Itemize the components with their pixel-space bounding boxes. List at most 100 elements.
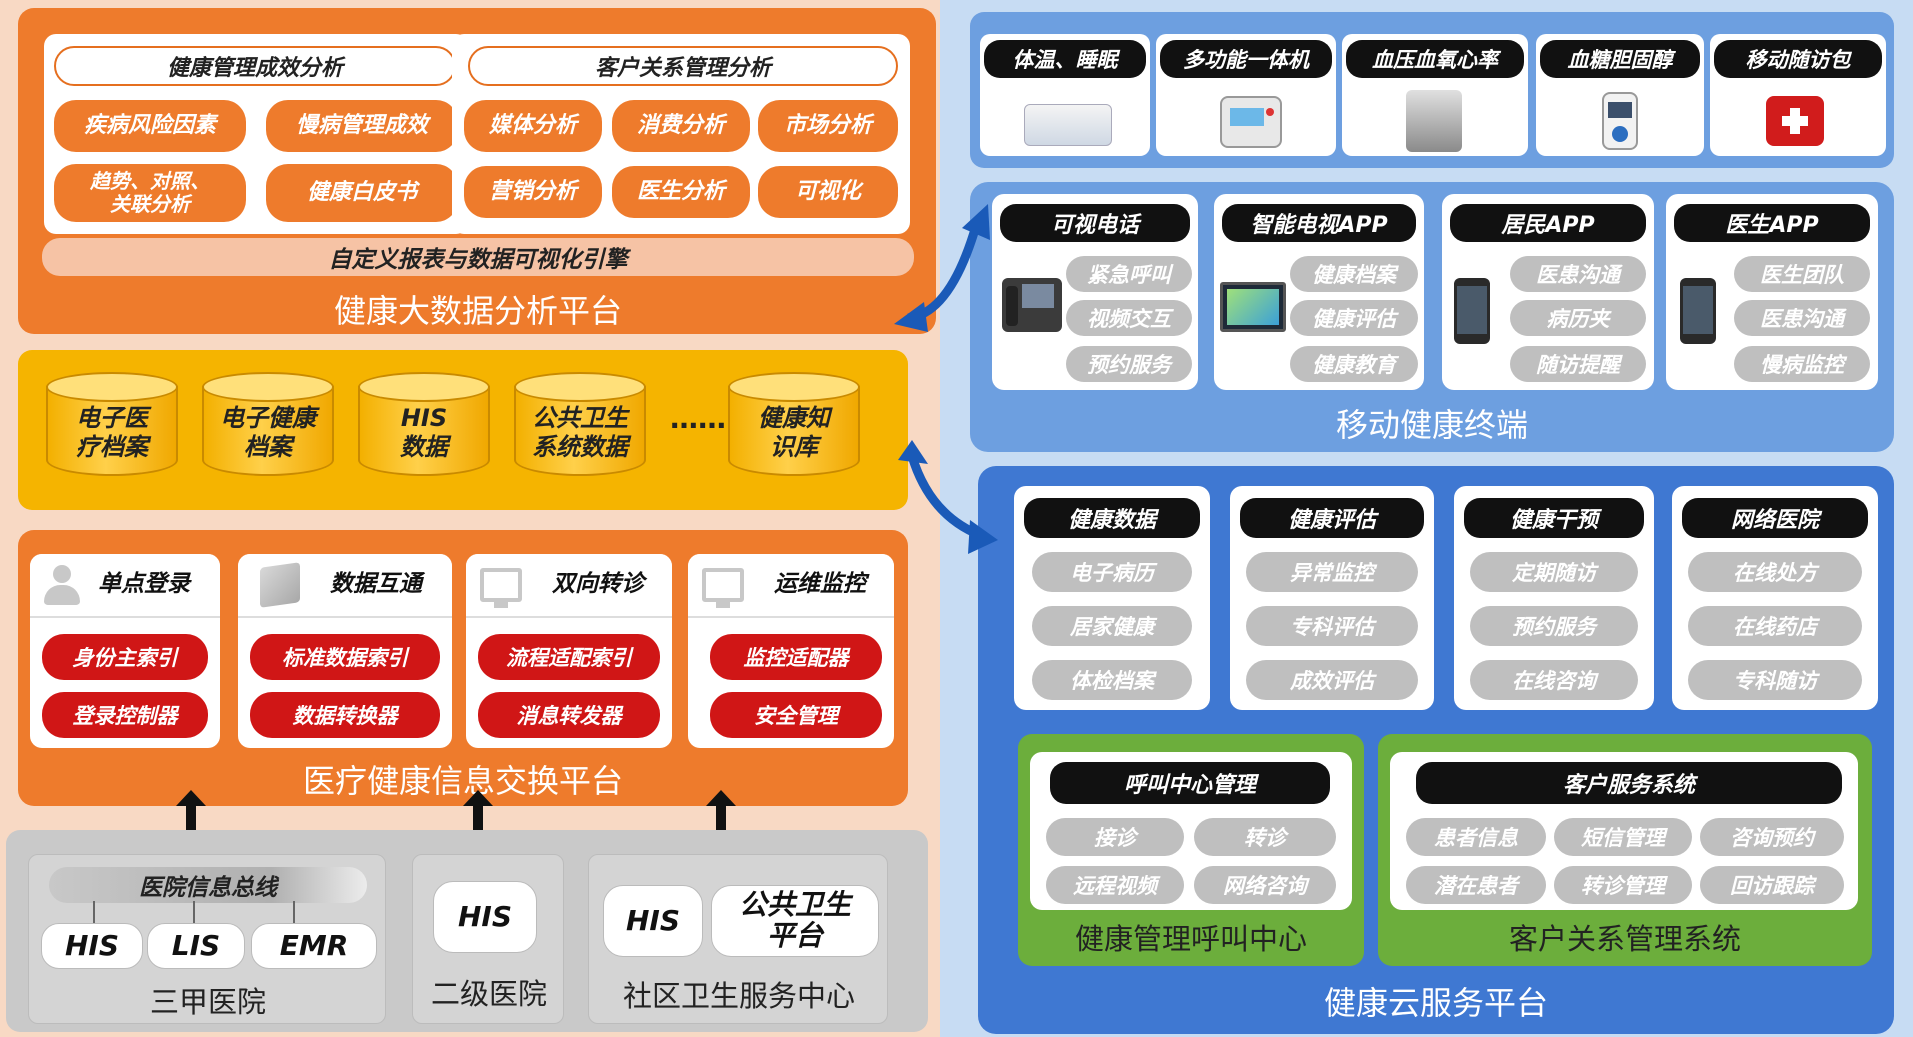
hospital-info-bus: 医院信息总线	[49, 867, 367, 903]
analysis-item: 可视化	[758, 166, 898, 218]
module-item: 身份主索引	[42, 634, 208, 680]
terminal-item: 视频交互	[1066, 300, 1192, 336]
smartphone-icon	[1454, 278, 1490, 344]
call-center-title: 健康管理呼叫中心	[1074, 922, 1307, 956]
terminal-card: 医生APP 医生团队 医患沟通 慢病监控	[1666, 194, 1878, 390]
monitor-icon	[480, 568, 522, 608]
terminal-card: 居民APP 医患沟通 病历夹 随访提醒	[1442, 194, 1654, 390]
module-item: 标准数据索引	[250, 634, 440, 680]
video-phone-icon	[1002, 278, 1062, 332]
cloud-card: 健康评估 异常监控 专科评估 成效评估	[1230, 486, 1434, 710]
analysis-platform-title: 健康大数据分析平台	[333, 292, 622, 330]
terminal-card: 智能电视APP 健康档案 健康评估 健康教育	[1214, 194, 1424, 390]
terminal-label: 可视电话	[1000, 204, 1190, 242]
cloud-item: 在线处方	[1688, 552, 1862, 592]
module-item: 流程适配索引	[478, 634, 660, 680]
system-his: HIS	[41, 923, 143, 969]
device-strip: 体温、睡眠 多功能一体机 血压血氧心率 血糖胆固醇 移动随访包	[970, 12, 1894, 168]
terminal-label: 居民APP	[1450, 204, 1646, 242]
terminal-item: 医患沟通	[1510, 256, 1646, 292]
analysis-item: 健康白皮书	[266, 164, 458, 222]
module-label: 运维监控	[774, 571, 866, 598]
cloud-card-label: 健康干预	[1464, 498, 1644, 538]
glucose-meter-icon	[1602, 92, 1638, 150]
terminal-card: 可视电话 紧急呼叫 视频交互 预约服务	[992, 194, 1198, 390]
terminal-item: 预约服务	[1066, 346, 1192, 382]
device-label: 血糖胆固醇	[1540, 40, 1700, 78]
tier3-hospital: 医院信息总线 HIS LIS EMR 三甲医院	[28, 854, 386, 1024]
device-label: 血压血氧心率	[1346, 40, 1524, 78]
cloud-service-platform: 健康数据 电子病历 居家健康 体检档案 健康评估 异常监控 专科评估 成效评估 …	[978, 466, 1894, 1034]
device-card: 血糖胆固醇	[1536, 34, 1704, 156]
cloud-card: 健康数据 电子病历 居家健康 体检档案	[1014, 486, 1210, 710]
crm-item: 患者信息	[1406, 818, 1546, 856]
module-item: 数据转换器	[250, 692, 440, 738]
terminal-item: 紧急呼叫	[1066, 256, 1192, 292]
terminal-item: 健康教育	[1290, 346, 1418, 382]
crm-item: 短信管理	[1554, 818, 1692, 856]
database-public-health: 公共卫生系统数据	[514, 372, 646, 490]
system-lis: LIS	[147, 923, 245, 969]
database-his: HIS数据	[358, 372, 490, 490]
call-center-item: 远程视频	[1046, 866, 1184, 904]
call-center-header: 呼叫中心管理	[1050, 762, 1330, 804]
thermometer-device-icon	[1024, 104, 1112, 146]
database-knowledge: 健康知识库	[728, 372, 860, 490]
call-center-item: 接诊	[1046, 818, 1184, 856]
terminal-item: 健康评估	[1290, 300, 1418, 336]
monitor-icon	[702, 568, 744, 608]
exchange-module-sso: 单点登录 身份主索引 登录控制器	[30, 554, 220, 748]
crm-item: 咨询预约	[1700, 818, 1844, 856]
system-public-health: 公共卫生平台	[711, 885, 879, 957]
cloud-card-label: 健康评估	[1240, 498, 1424, 538]
module-label: 双向转诊	[552, 571, 644, 598]
cloud-item: 居家健康	[1032, 606, 1192, 646]
cloud-item: 专科评估	[1246, 606, 1418, 646]
analysis-item: 营销分析	[464, 166, 602, 218]
cloud-item: 在线咨询	[1470, 660, 1638, 700]
database-emr: 电子医疗档案	[46, 372, 178, 490]
analysis-item: 医生分析	[612, 166, 750, 218]
cloud-card: 健康干预 定期随访 预约服务 在线咨询	[1454, 486, 1654, 710]
effect-analysis-card: 健康管理成效分析 疾病风险因素 慢病管理成效 趋势、对照、关联分析 健康白皮书	[44, 34, 468, 234]
exchange-module-ops: 运维监控 监控适配器 安全管理	[688, 554, 894, 748]
community-label: 社区卫生服务中心	[622, 979, 855, 1013]
exchange-platform-title: 医疗健康信息交换平台	[302, 762, 623, 800]
bidirectional-arrow-icon	[894, 204, 990, 332]
crm-header: 客户服务系统	[1416, 762, 1842, 804]
cloud-platform-title: 健康云服务平台	[1323, 984, 1548, 1022]
analysis-item: 疾病风险因素	[54, 100, 246, 152]
cloud-card: 网络医院 在线处方 在线药店 专科随访	[1672, 486, 1878, 710]
exchange-platform: 单点登录 身份主索引 登录控制器 数据互通 标准数据索引 数据转换器 双向转诊 …	[18, 530, 908, 806]
cloud-item: 定期随访	[1470, 552, 1638, 592]
device-card: 血压血氧心率	[1342, 34, 1528, 156]
analysis-item: 趋势、对照、关联分析	[54, 164, 246, 222]
cloud-item: 专科随访	[1688, 660, 1862, 700]
cloud-item: 预约服务	[1470, 606, 1638, 646]
crm-title: 客户关系管理系统	[1508, 922, 1741, 956]
smart-tv-icon	[1220, 282, 1286, 332]
analysis-item: 慢病管理成效	[266, 100, 458, 152]
device-card: 移动随访包	[1710, 34, 1886, 156]
system-his: HIS	[603, 885, 703, 957]
cube-icon	[260, 562, 300, 608]
crm-item: 回访跟踪	[1700, 866, 1844, 904]
analysis-item: 媒体分析	[464, 100, 602, 152]
module-label: 单点登录	[98, 571, 190, 598]
tier2-label: 二级医院	[430, 977, 547, 1011]
bidirectional-arrow-icon	[898, 440, 998, 554]
tier3-label: 三甲医院	[149, 985, 266, 1019]
community-center: HIS 公共卫生平台 社区卫生服务中心	[588, 854, 888, 1024]
exchange-module-interop: 数据互通 标准数据索引 数据转换器	[238, 554, 452, 748]
call-center-item: 网络咨询	[1194, 866, 1336, 904]
terminal-item: 慢病监控	[1734, 346, 1870, 382]
terminal-item: 病历夹	[1510, 300, 1646, 336]
cloud-card-label: 网络医院	[1682, 498, 1868, 538]
terminal-item: 健康档案	[1290, 256, 1418, 292]
crm-item: 潜在患者	[1406, 866, 1546, 904]
cloud-item: 异常监控	[1246, 552, 1418, 592]
device-card: 多功能一体机	[1156, 34, 1336, 156]
crm-card: 客户服务系统 患者信息 短信管理 咨询预约 潜在患者 转诊管理 回访跟踪	[1390, 752, 1858, 910]
analysis-platform: 健康管理成效分析 疾病风险因素 慢病管理成效 趋势、对照、关联分析 健康白皮书 …	[18, 8, 936, 334]
module-item: 登录控制器	[42, 692, 208, 738]
